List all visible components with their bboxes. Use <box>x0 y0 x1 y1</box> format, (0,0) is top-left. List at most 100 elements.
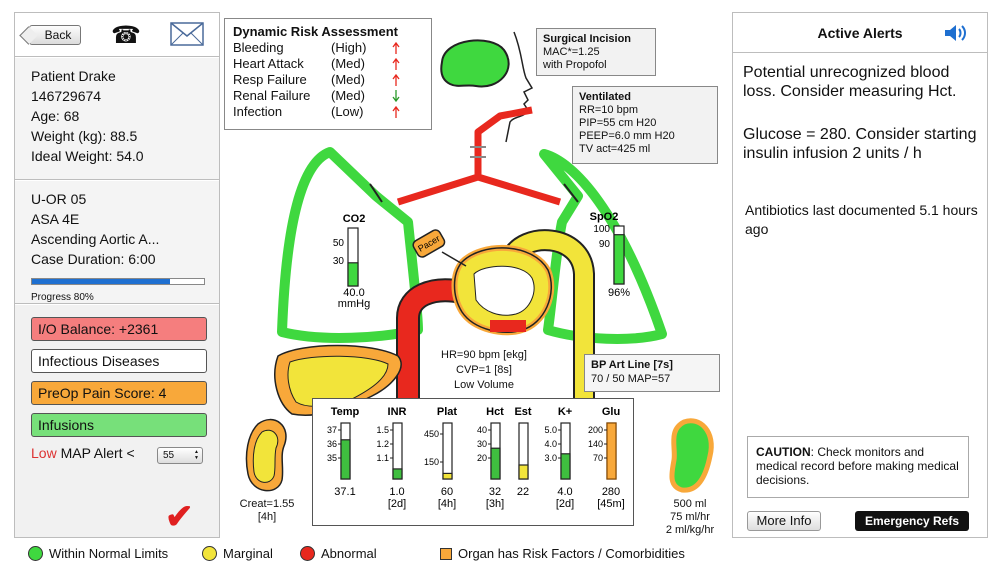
risk-level: (Low) <box>331 104 364 119</box>
urine-total: 500 ml <box>673 498 707 510</box>
heart-hr: HR=90 bpm [ekg] <box>441 349 527 361</box>
lab-age: [4h] <box>438 498 456 510</box>
alert-antibiotics[interactable]: Antibiotics last documented 5.1 hours ag… <box>745 202 978 237</box>
patient-weight: Weight (kg): 88.5 <box>31 128 138 144</box>
lab-name: Plat <box>437 406 458 418</box>
risk-level: (High) <box>331 40 367 55</box>
back-button[interactable]: Back <box>29 25 81 45</box>
lab-tick: 37 <box>327 425 337 435</box>
lab-gauge-fill <box>560 453 571 480</box>
patient-id: 146729674 <box>31 88 102 104</box>
risk-level: (Med) <box>331 72 365 87</box>
risk-row: Renal Failure(Med) <box>233 88 423 104</box>
infectious-diseases-button[interactable]: Infectious Diseases <box>31 349 207 373</box>
lab-name: Est <box>514 406 531 418</box>
creatinine: Creat=1.55 <box>239 498 295 510</box>
more-info-button[interactable]: More Info <box>747 511 821 531</box>
caution-box: CAUTION: Check monitors and medical reco… <box>747 436 969 498</box>
mail-icon[interactable] <box>170 22 204 46</box>
alert-blood-loss[interactable]: Potential unrecognized blood loss. Consi… <box>743 64 957 100</box>
risk-level: (Med) <box>331 88 365 103</box>
orange-square-icon <box>440 548 452 560</box>
risk-row: Heart Attack(Med) <box>233 56 423 72</box>
map-threshold-select[interactable]: 55 <box>157 447 203 464</box>
risk-name: Resp Failure <box>233 72 307 87</box>
co2-label: CO2 <box>343 213 366 225</box>
lab-tick: 5.0 <box>544 425 557 435</box>
lab-tick: 200 <box>588 425 603 435</box>
patient-name: Patient Drake <box>31 68 116 84</box>
lab-tick: 3.0 <box>544 453 557 463</box>
lab-tick: 70 <box>593 453 603 463</box>
io-balance-button[interactable]: I/O Balance: +2361 <box>31 317 207 341</box>
lab-tick: 4.0 <box>544 439 557 449</box>
ventilated-tv: TV act=425 ml <box>579 143 651 155</box>
legend-marginal: Marginal <box>202 546 273 561</box>
alerts-title: Active Alerts <box>817 25 903 41</box>
surgical-incision-box[interactable]: Surgical Incision MAC*=1.25 with Propofo… <box>536 28 656 76</box>
legend-marginal-label: Marginal <box>223 546 273 561</box>
alert-glucose[interactable]: Glucose = 280. Consider starting insulin… <box>743 126 977 162</box>
lab-name: K+ <box>558 406 572 418</box>
co2-value: 40.0 <box>343 287 364 299</box>
surgical-agent: with Propofol <box>543 59 607 71</box>
lab-age: [2d] <box>556 498 574 510</box>
creatinine-age: [4h] <box>257 511 277 523</box>
preop-pain-button[interactable]: PreOp Pain Score: 4 <box>31 381 207 405</box>
caution-text: : Check monitors and medical record befo… <box>756 445 959 487</box>
pacer-device <box>412 229 446 258</box>
co2-tick-high: 50 <box>333 238 345 249</box>
map-alert-label: Low MAP Alert < <box>31 445 135 461</box>
phone-icon[interactable]: ☎ <box>111 22 141 49</box>
risk-title: Dynamic Risk Assessment <box>233 24 398 39</box>
ventilated-pip: PIP=55 cm H20 <box>579 117 657 129</box>
infusions-button[interactable]: Infusions <box>31 413 207 437</box>
left-kidney-stats: Creat=1.55 [4h] <box>228 498 306 524</box>
lab-age: [2d] <box>388 498 406 510</box>
patient-age: Age: 68 <box>31 108 80 124</box>
heart-cvp: CVP=1 [8s] <box>456 364 512 376</box>
airway-tube <box>396 106 562 206</box>
lab-value: 280 <box>602 486 620 498</box>
legend-risk-label: Organ has Risk Factors / Comorbidities <box>458 546 685 561</box>
case-progress-bar <box>31 278 205 285</box>
lab-gauge-fill <box>490 447 501 480</box>
lab-value: 22 <box>517 486 529 498</box>
lab-tick: 450 <box>424 429 439 439</box>
risk-name: Infection <box>233 104 283 119</box>
lab-value: 1.0 <box>389 486 404 498</box>
lab-value: 32 <box>489 486 501 498</box>
lab-name: Glu <box>602 406 620 418</box>
right-kidney <box>669 418 714 493</box>
case-progress-label: Progress 80% <box>31 292 94 303</box>
patient-info: Patient Drake 146729674 Age: 68 Weight (… <box>15 58 219 180</box>
emergency-refs-button[interactable]: Emergency Refs <box>855 511 969 531</box>
red-dot-icon <box>300 546 315 561</box>
head-profile <box>505 31 534 143</box>
surgical-title: Surgical Incision <box>543 33 632 45</box>
organ-diagram: Pacer CO2 50 30 40.0 mmHg SpO2 100 90 96… <box>245 31 714 493</box>
map-alert-text: MAP Alert < <box>56 445 135 461</box>
lab-tick: 1.5 <box>376 425 389 435</box>
spo2-label: SpO2 <box>590 211 619 223</box>
brain-shape <box>440 39 510 88</box>
risk-row: Infection (Low) <box>233 104 423 120</box>
speaker-icon[interactable] <box>943 23 969 43</box>
lab-name: INR <box>388 406 407 418</box>
ventilated-box[interactable]: Ventilated RR=10 bpm PIP=55 cm H20 PEEP=… <box>572 86 718 164</box>
case-progress-fill <box>32 279 170 284</box>
lab-age: [45m] <box>597 498 625 510</box>
risk-assessment-box[interactable]: Dynamic Risk Assessment Bleeding(High)He… <box>224 18 432 130</box>
heart-volume: Low Volume <box>454 379 514 391</box>
arrow-up-icon <box>392 41 400 54</box>
lab-value: 4.0 <box>557 486 572 498</box>
bp-value: 70 / 50 MAP=57 <box>591 373 671 385</box>
lab-gauge-fill <box>442 472 453 480</box>
ventilated-rr: RR=10 bpm <box>579 104 639 116</box>
lab-value: 60 <box>441 486 453 498</box>
green-dot-icon <box>28 546 43 561</box>
lab-tick: 1.2 <box>376 439 389 449</box>
bp-art-line-box[interactable]: BP Art Line [7s] 70 / 50 MAP=57 <box>584 354 720 392</box>
arrow-up-icon <box>392 57 400 70</box>
